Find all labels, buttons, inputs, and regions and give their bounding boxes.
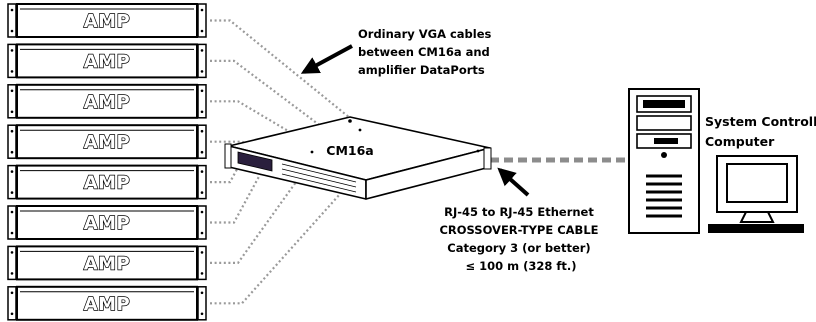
amplifier-stack: AMP AMP AMP AMP AMP AMP AMP AMP	[7, 3, 207, 321]
rack-screw	[200, 129, 204, 133]
rack-screw	[200, 191, 204, 194]
vga-cable	[210, 100, 301, 139]
cm16a-device: CM16a	[224, 116, 492, 200]
computer-tower	[628, 88, 700, 234]
computer-label-line: Computer	[705, 134, 775, 149]
amplifier-unit: AMP	[7, 124, 207, 160]
amplifier-label: AMP	[84, 253, 131, 274]
ethernet-callout-line: ≤ 100 m (328 ft.)	[465, 259, 576, 273]
vga-cable	[210, 59, 323, 128]
vga-callout: Ordinary VGA cables between CM16a and am…	[358, 27, 495, 77]
computer-monitor	[716, 155, 798, 223]
computer-keyboard	[708, 224, 804, 233]
cm16a-indicators	[281, 163, 357, 193]
computer-label-line: System Controller	[705, 114, 816, 129]
vga-callout-line: between CM16a and	[358, 45, 490, 59]
vga-cable	[210, 170, 263, 224]
vga-cable	[210, 159, 243, 184]
cm16a-rack-ear-left	[224, 143, 232, 169]
vga-cable	[210, 181, 297, 264]
amplifier-unit: AMP	[7, 245, 207, 281]
rack-screw	[10, 191, 14, 194]
rack-screw	[10, 150, 14, 154]
rack-screw	[10, 29, 14, 33]
cm16a-label: CM16a	[326, 143, 373, 158]
rack-screw	[10, 49, 14, 52]
cm16a-screws	[310, 119, 480, 154]
rack-screw	[10, 8, 14, 12]
vga-callout-line: Ordinary VGA cables	[358, 27, 492, 41]
rack-screw	[10, 272, 14, 275]
rack-screw	[200, 89, 204, 93]
rack-screw	[200, 29, 204, 33]
amplifier-label: AMP	[84, 294, 131, 315]
ethernet-callout-line: RJ-45 to RJ-45 Ethernet	[444, 205, 594, 219]
amplifier-unit: AMP	[7, 83, 207, 119]
cm16a-front-panel	[237, 151, 273, 172]
amplifier-unit: AMP	[7, 285, 207, 321]
rack-screw	[200, 312, 204, 316]
rack-screw	[200, 70, 204, 73]
ethernet-callout-line: Category 3 (or better)	[447, 241, 590, 255]
computer-label: System Controller Computer	[705, 114, 816, 149]
system-controller-computer	[628, 88, 804, 234]
amplifier-unit: AMP	[7, 205, 207, 240]
ethernet-callout: RJ-45 to RJ-45 Ethernet CROSSOVER-TYPE C…	[439, 205, 602, 273]
rack-screw	[10, 70, 14, 73]
rack-screw	[10, 129, 14, 133]
rack-screw	[200, 251, 204, 254]
rack-screw	[200, 170, 204, 173]
amplifier-label: AMP	[84, 11, 131, 32]
vga-callout-line: amplifier DataPorts	[358, 63, 485, 77]
amplifier-unit: AMP	[7, 3, 207, 38]
rack-screw	[10, 170, 14, 173]
cm16a-rack-ear-right	[483, 147, 492, 170]
rack-screw	[10, 89, 14, 93]
ethernet-callout-arrow	[497, 167, 530, 197]
rack-screw	[200, 8, 204, 12]
rack-screw	[10, 291, 14, 295]
rack-screw	[200, 231, 204, 235]
rack-screw	[200, 110, 204, 114]
vga-cable	[210, 19, 351, 119]
amplifier-label: AMP	[84, 173, 131, 194]
rack-screw	[200, 150, 204, 154]
amplifier-label: AMP	[84, 132, 131, 153]
rack-screw	[200, 272, 204, 275]
amplifier-label: AMP	[84, 213, 131, 234]
rack-screw	[200, 49, 204, 52]
vga-callout-arrow	[300, 44, 353, 74]
vga-cable	[210, 193, 341, 305]
amplifier-unit: AMP	[7, 164, 207, 200]
ethernet-callout-line: CROSSOVER-TYPE CABLE	[439, 223, 598, 237]
amplifier-label: AMP	[84, 92, 131, 113]
rack-screw	[200, 210, 204, 214]
rack-screw	[10, 312, 14, 316]
rack-screw	[200, 291, 204, 295]
amplifier-unit: AMP	[7, 43, 207, 79]
amplifier-label: AMP	[84, 51, 131, 72]
rack-screw	[10, 110, 14, 114]
rack-screw	[10, 210, 14, 214]
rack-screw	[10, 231, 14, 235]
rack-screw	[10, 251, 14, 254]
